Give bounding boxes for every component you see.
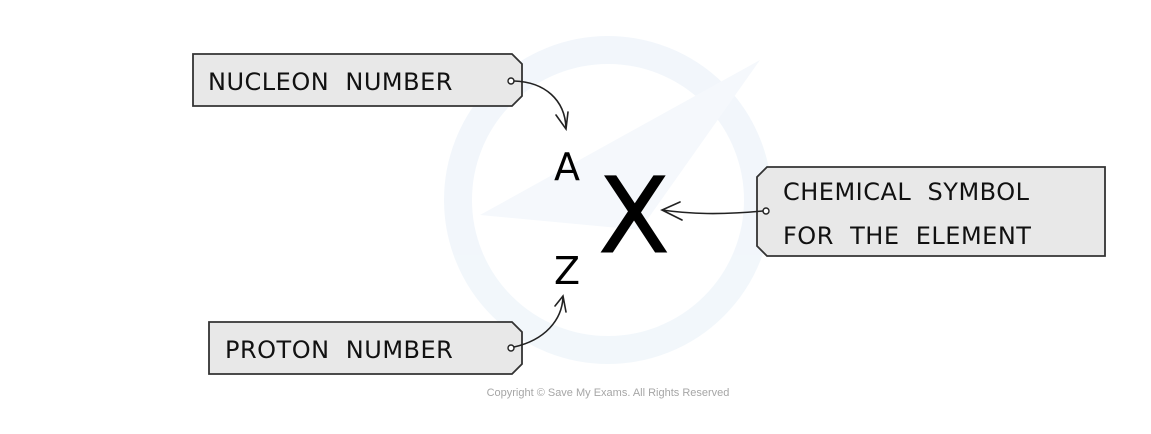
chemical-symbol-label: CHEMICAL SYMBOL FOR THE ELEMENT <box>756 166 1106 257</box>
element-symbol: X <box>598 155 669 277</box>
connector-dot <box>762 207 770 215</box>
proton-number-label: PROTON NUMBER <box>208 321 523 375</box>
arrow-chemical-to-x <box>660 201 764 221</box>
nucleon-symbol: A <box>554 145 580 189</box>
nucleon-number-label: NUCLEON NUMBER <box>192 53 523 107</box>
copyright-notice: Copyright © Save My Exams. All Rights Re… <box>487 387 730 399</box>
arrow-proton-to-z <box>513 294 567 348</box>
connector-dot <box>507 344 515 352</box>
svg-text:CHEMICAL SYMBOL: CHEMICAL SYMBOL <box>783 178 1030 206</box>
connector-dot <box>507 77 515 85</box>
arrow-nucleon-to-a <box>513 80 569 132</box>
svg-text:PROTON NUMBER: PROTON NUMBER <box>225 336 453 364</box>
svg-text:FOR THE ELEMENT: FOR THE ELEMENT <box>783 222 1031 250</box>
svg-text:NUCLEON NUMBER: NUCLEON NUMBER <box>208 68 453 96</box>
proton-symbol: Z <box>554 249 580 293</box>
